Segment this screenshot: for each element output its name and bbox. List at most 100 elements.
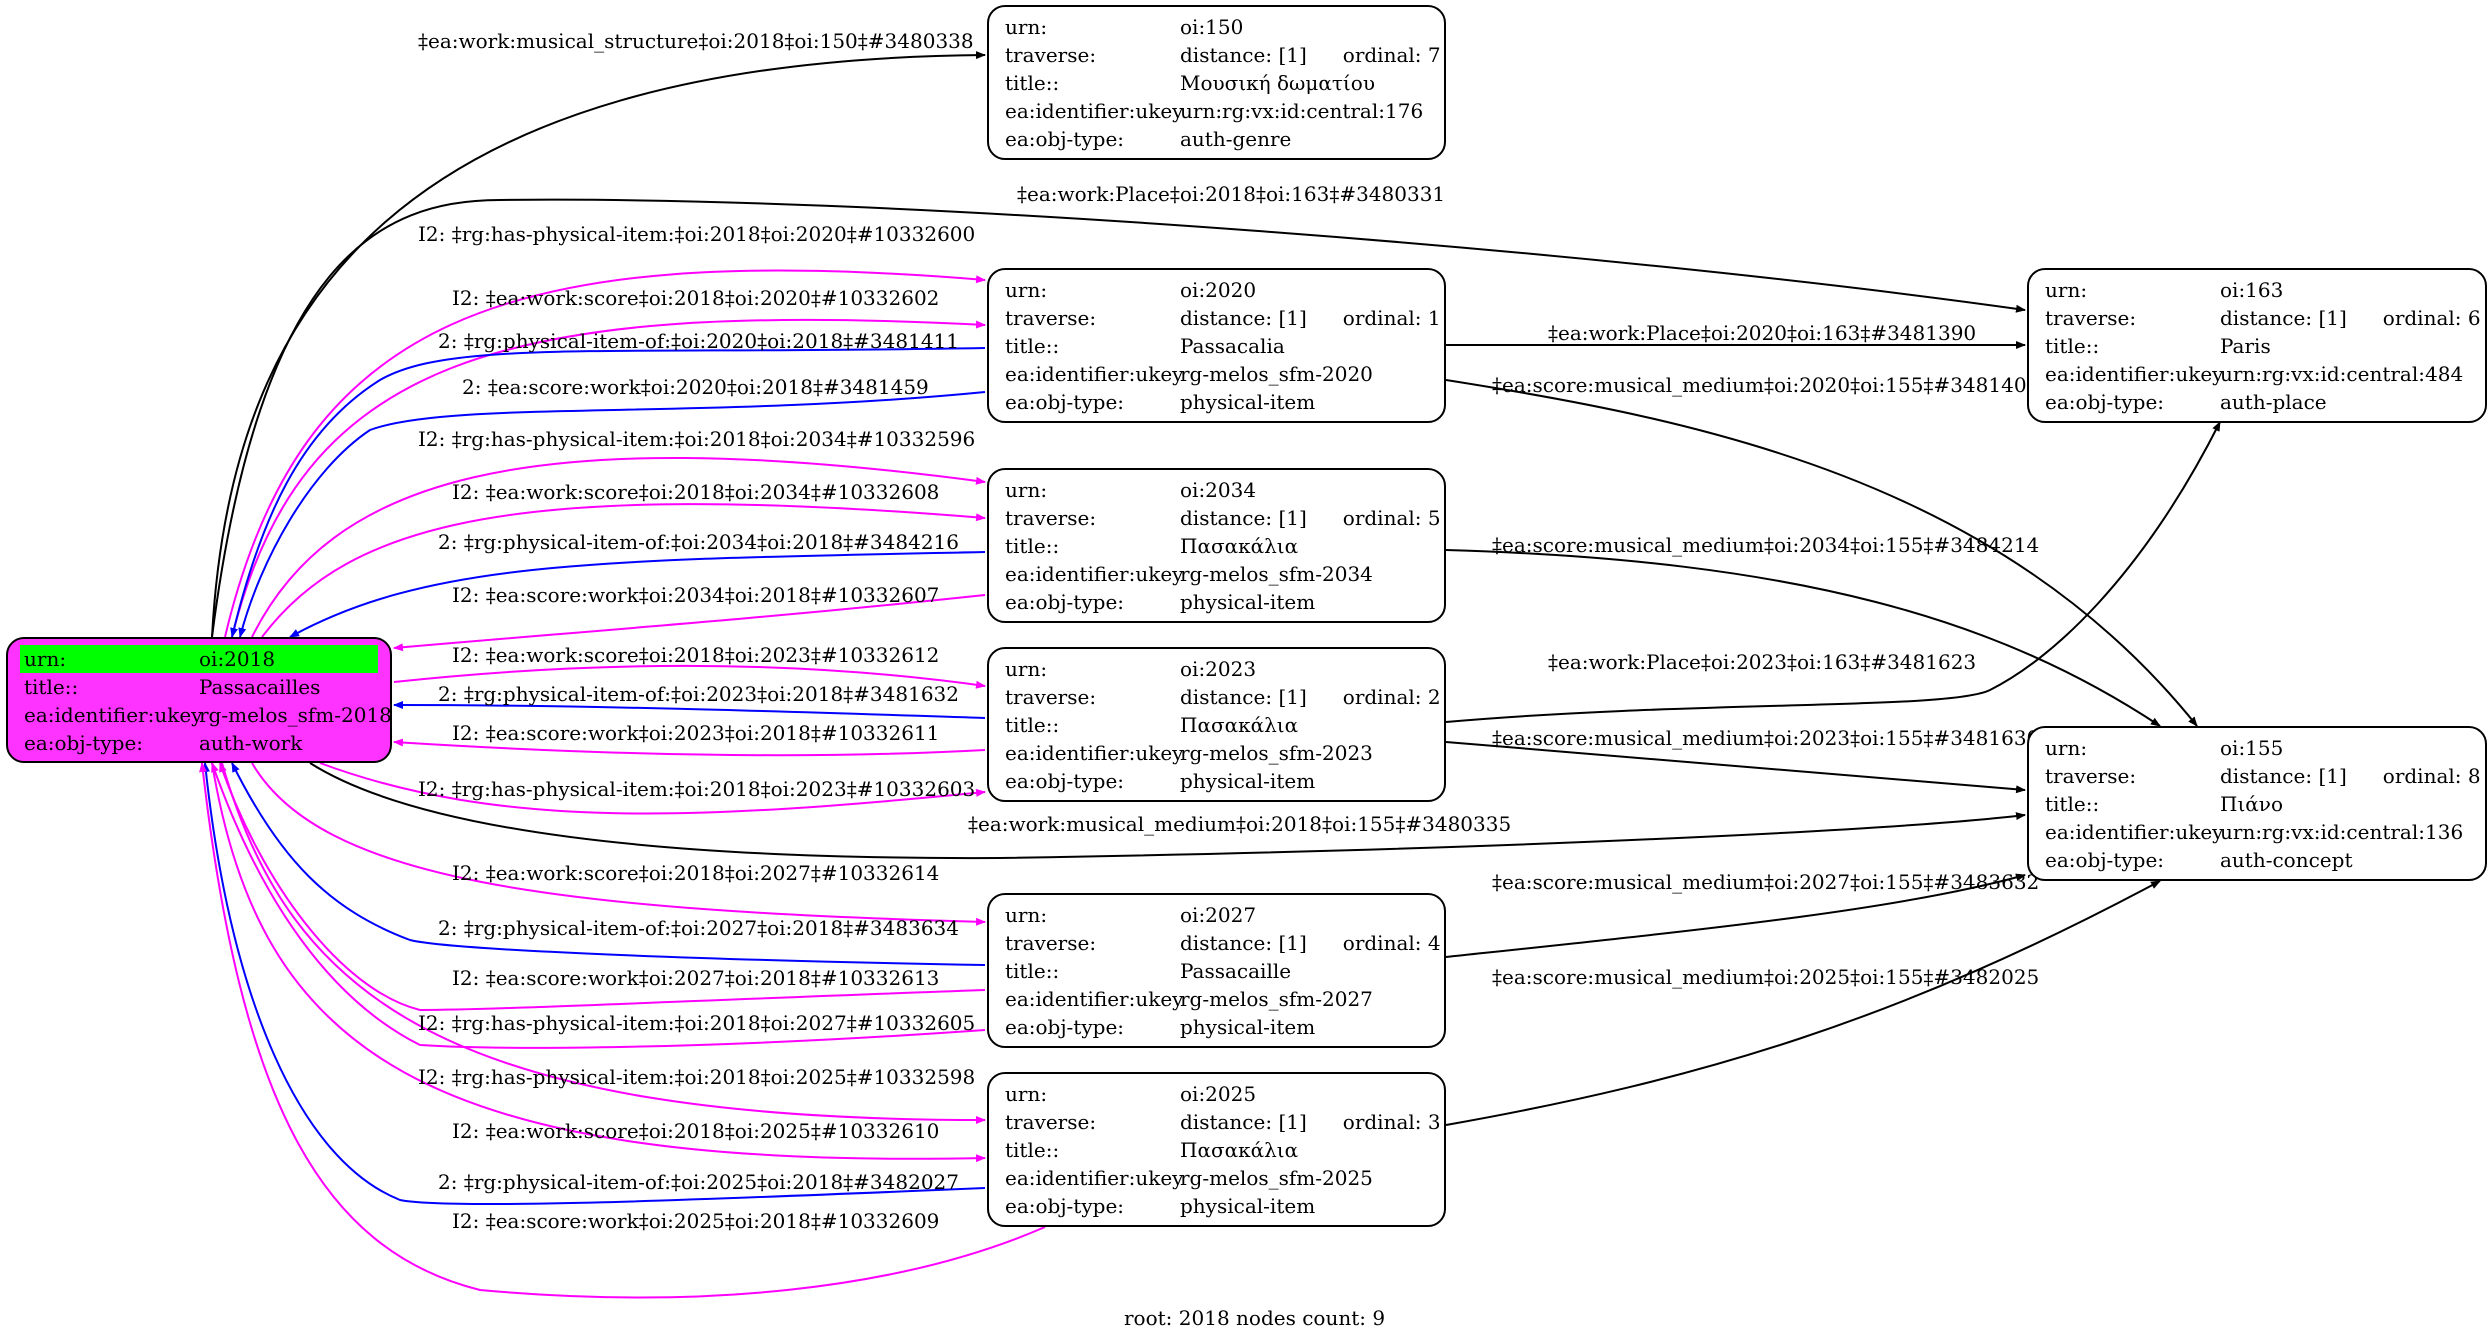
edge-label: ‡ea:score:musical_medium‡oi:2034‡oi:155‡… bbox=[1492, 533, 2040, 557]
edge-label: I2: ‡ea:work:score‡oi:2018‡oi:2027‡#1033… bbox=[452, 861, 940, 885]
field-key: urn: bbox=[1005, 15, 1048, 39]
edge-path bbox=[224, 269, 986, 638]
field-value: urn:rg:vx:id:central:176 bbox=[1180, 99, 1424, 123]
edge-path bbox=[211, 51, 986, 638]
node-oi-2034[interactable]: urn:oi:2034 traverse:distance: [1]ordina… bbox=[987, 468, 1446, 623]
field-value: rg-melos_sfm-2027 bbox=[1180, 987, 1373, 1011]
ordinal-value: ordinal: 5 bbox=[1342, 506, 1441, 530]
field-value: Passacalia bbox=[1180, 334, 1285, 358]
edge-path bbox=[231, 318, 986, 638]
edge-label: I2: ‡ea:score:work‡oi:2027‡oi:2018‡#1033… bbox=[452, 966, 940, 990]
edge-path bbox=[211, 198, 2026, 638]
edge-path bbox=[1445, 880, 2161, 1126]
edge-path bbox=[393, 738, 986, 757]
distance-value: distance: [1] bbox=[2220, 306, 2347, 330]
edge-label: 2: ‡rg:physical-item-of:‡oi:2023‡oi:2018… bbox=[438, 682, 959, 706]
field-key: traverse: bbox=[1005, 1110, 1097, 1134]
edge-path bbox=[251, 456, 986, 638]
distance-value: distance: [1] bbox=[1180, 306, 1307, 330]
node-row-title: title::Passacaille bbox=[1005, 957, 1444, 985]
node-row-urn: urn:oi:163 bbox=[2045, 276, 2485, 304]
field-key: title:: bbox=[1005, 713, 1060, 737]
field-key: ea:identifier:ukey bbox=[1005, 741, 1184, 765]
field-key: urn: bbox=[1005, 1082, 1048, 1106]
edge-path bbox=[393, 701, 986, 719]
field-key: urn: bbox=[1005, 903, 1048, 927]
edge-path bbox=[1445, 549, 2161, 727]
field-key: urn: bbox=[1005, 657, 1048, 681]
edge-path bbox=[1445, 873, 2026, 958]
edge-label: I2: ‡ea:work:score‡oi:2018‡oi:2020‡#1033… bbox=[452, 286, 940, 310]
node-oi-2027[interactable]: urn:oi:2027 traverse:distance: [1]ordina… bbox=[987, 893, 1446, 1048]
field-key: urn: bbox=[2045, 278, 2088, 302]
edge-path bbox=[238, 391, 986, 638]
node-row-urn: urn:oi:155 bbox=[2045, 734, 2485, 762]
field-key: urn: bbox=[1005, 278, 1048, 302]
node-row-type: ea:obj-type:physical-item bbox=[1005, 588, 1444, 616]
edge-label: I2: ‡ea:score:work‡oi:2025‡oi:2018‡#1033… bbox=[452, 1209, 940, 1233]
node-row-type: ea:obj-type:auth-work bbox=[20, 729, 378, 757]
field-key: ea:identifier:ukey bbox=[1005, 99, 1184, 123]
distance-value: distance: [1] bbox=[2220, 764, 2347, 788]
node-row-urn: urn: oi:2020 bbox=[1005, 276, 1444, 304]
field-value: urn:rg:vx:id:central:484 bbox=[2220, 362, 2464, 386]
field-value: Μουσική δωματίου bbox=[1180, 71, 1375, 95]
field-value: rg-melos_sfm-2025 bbox=[1180, 1166, 1373, 1190]
node-row-type: ea:obj-type:physical-item bbox=[1005, 1013, 1444, 1041]
node-oi-150[interactable]: urn:oi:150 traverse:distance: [1]ordinal… bbox=[987, 5, 1446, 160]
field-key: ea:identifier:ukey bbox=[24, 703, 203, 727]
field-key: title:: bbox=[1005, 959, 1060, 983]
node-root-oi-2018[interactable]: urn:oi:2018 title::Passacailles ea:ident… bbox=[6, 637, 392, 763]
field-key: title:: bbox=[1005, 71, 1060, 95]
ordinal-value: ordinal: 6 bbox=[2382, 306, 2481, 330]
node-row-title: title::Πασακάλια bbox=[1005, 711, 1444, 739]
edge-label: I2: ‡ea:work:score‡oi:2018‡oi:2023‡#1033… bbox=[452, 643, 940, 667]
field-value: oi:2023 bbox=[1180, 657, 1257, 681]
node-oi-2025[interactable]: urn:oi:2025 traverse:distance: [1]ordina… bbox=[987, 1072, 1446, 1227]
edge-label: I2: ‡ea:work:score‡oi:2018‡oi:2025‡#1033… bbox=[452, 1119, 940, 1143]
node-row-traverse: traverse:distance: [1]ordinal: 5 bbox=[1005, 504, 1444, 532]
field-value: physical-item bbox=[1180, 390, 1316, 414]
edge-path bbox=[289, 551, 986, 638]
node-row-traverse: traverse:distance: [1]ordinal: 2 bbox=[1005, 683, 1444, 711]
node-row-title: title::Paris bbox=[2045, 332, 2485, 360]
field-value: physical-item bbox=[1180, 769, 1316, 793]
distance-value: distance: [1] bbox=[1180, 1110, 1307, 1134]
node-oi-2023[interactable]: urn: oi:2023 traverse:distance: [1]ordina… bbox=[987, 647, 1446, 802]
node-oi-155[interactable]: urn:oi:155 traverse:distance: [1]ordinal… bbox=[2027, 726, 2487, 881]
edge-path bbox=[319, 762, 986, 815]
edge-label: 2: ‡rg:physical-item-of:‡oi:2034‡oi:2018… bbox=[438, 530, 959, 554]
edge-path bbox=[1445, 379, 2198, 727]
field-value: oi:2020 bbox=[1180, 278, 1257, 302]
node-row-traverse: traverse:distance: [1]ordinal: 8 bbox=[2045, 762, 2485, 790]
field-key: traverse: bbox=[1005, 43, 1097, 67]
ordinal-value: ordinal: 7 bbox=[1342, 43, 1441, 67]
edge-label: 2: ‡ea:score:work‡oi:2020‡oi:2018‡#34814… bbox=[462, 375, 929, 399]
node-row-urn: urn:oi:2025 bbox=[1005, 1080, 1444, 1108]
edge-label: I2: ‡ea:work:score‡oi:2018‡oi:2034‡#1033… bbox=[452, 480, 940, 504]
edge-path bbox=[1445, 421, 2221, 723]
field-key: traverse: bbox=[2045, 306, 2137, 330]
ordinal-value: ordinal: 2 bbox=[1342, 685, 1441, 709]
field-value: oi:2018 bbox=[195, 645, 378, 673]
field-value: oi:2034 bbox=[1180, 478, 1257, 502]
node-oi-2020[interactable]: urn:oi:2020 traverse:distance: [1]ordina… bbox=[987, 268, 1446, 423]
field-key: title:: bbox=[2045, 792, 2100, 816]
edge-label: 2: ‡rg:physical-item-of:‡oi:2027‡oi:2018… bbox=[438, 916, 959, 940]
node-row-title: title::Μουσική δωματίου bbox=[1005, 69, 1444, 97]
edge-label: I2: ‡ea:score:work‡oi:2034‡oi:2018‡#1033… bbox=[452, 583, 940, 607]
field-key: ea:obj-type: bbox=[1005, 1194, 1125, 1218]
edge-path bbox=[309, 762, 2026, 860]
field-value: physical-item bbox=[1180, 590, 1316, 614]
edge-path bbox=[230, 347, 986, 638]
edge-label: ‡ea:score:musical_medium‡oi:2023‡oi:155‡… bbox=[1492, 726, 2040, 750]
node-oi-163[interactable]: urn:oi:163 traverse: distance: [1] ordinal… bbox=[2027, 268, 2487, 423]
field-key: ea:obj-type: bbox=[1005, 390, 1125, 414]
field-key: title:: bbox=[24, 675, 79, 699]
field-value: auth-work bbox=[199, 731, 303, 755]
